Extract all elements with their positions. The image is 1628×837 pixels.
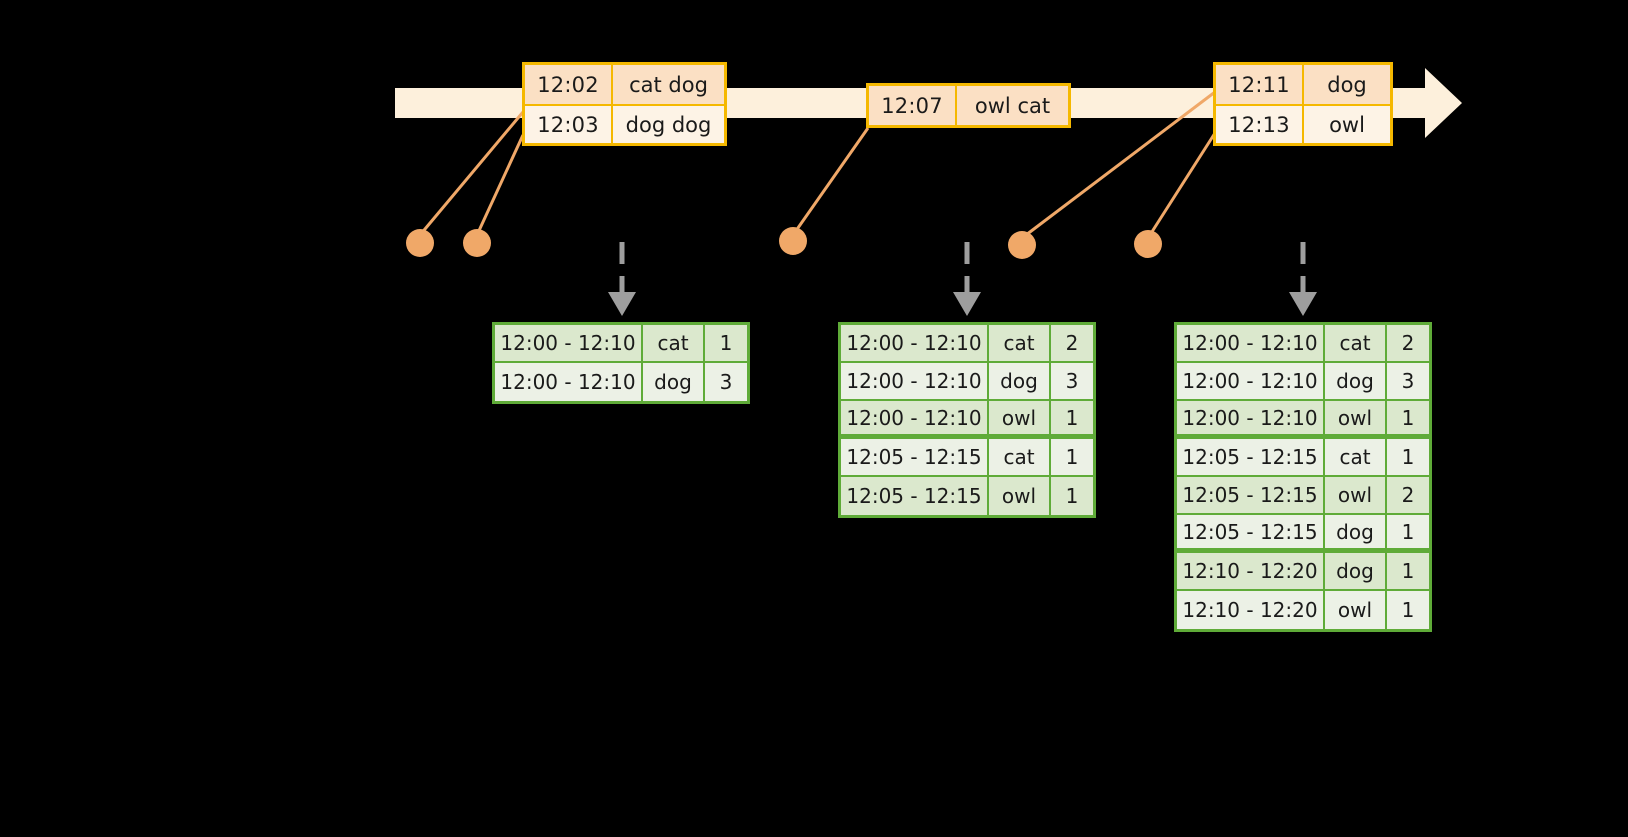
cell-window: 12:00 - 12:10	[841, 363, 989, 399]
cell-count: 3	[719, 370, 733, 394]
cell-count: 1	[1065, 405, 1079, 430]
dashed-arrows	[608, 242, 1317, 316]
table-row: 12:00 - 12:10 cat 2	[841, 325, 1093, 363]
cell-count: 1	[1401, 559, 1415, 583]
table-row: 12:10 - 12:20 dog 1	[1177, 553, 1429, 591]
cell-count: 1	[1401, 519, 1415, 544]
event-time: 12:13	[1216, 106, 1304, 143]
event-marker-12-11	[1008, 231, 1036, 259]
timeline-event-row[interactable]: 12:03 dog dog	[525, 104, 724, 143]
table-row: 12:00 - 12:10 owl 1	[841, 401, 1093, 439]
table-row: 12:05 - 12:15 cat 1	[1177, 439, 1429, 477]
cell-count: 1	[1401, 598, 1415, 622]
cell-count: 2	[1401, 331, 1415, 355]
cell-key: owl	[1325, 477, 1387, 513]
connector-line-5	[1146, 132, 1217, 239]
cell-count: 3	[1065, 369, 1079, 393]
cell-window: 12:05 - 12:15	[841, 477, 989, 515]
table-row: 12:00 - 12:10 cat 1	[495, 325, 747, 363]
cell-window: 12:00 - 12:10	[1177, 325, 1325, 361]
cell-key: dog	[1325, 515, 1387, 548]
table-row: 12:00 - 12:10 dog 3	[841, 363, 1093, 401]
cell-window: 12:00 - 12:10	[495, 363, 643, 401]
cell-key: dog	[1325, 553, 1387, 589]
event-marker-12-13	[1134, 230, 1162, 258]
cell-key: cat	[643, 325, 705, 361]
timeline-event-row[interactable]: 12:02 cat dog	[525, 65, 724, 104]
cell-key: owl	[1325, 591, 1387, 629]
event-marker-12-03	[463, 229, 491, 257]
event-words: dog	[1327, 72, 1367, 97]
timeline-event-row[interactable]: 12:07 owl cat	[869, 86, 1068, 125]
table-row: 12:05 - 12:15 dog 1	[1177, 515, 1429, 553]
cell-window: 12:05 - 12:15	[1177, 477, 1325, 513]
cell-window: 12:05 - 12:15	[841, 439, 989, 475]
cell-key: owl	[989, 401, 1051, 434]
event-marker-12-02	[406, 229, 434, 257]
cell-key: cat	[1325, 439, 1387, 475]
table-row: 12:05 - 12:15 cat 1	[841, 439, 1093, 477]
cell-key: dog	[1325, 363, 1387, 399]
event-words: owl cat	[974, 93, 1051, 118]
cell-window: 12:00 - 12:10	[841, 401, 989, 434]
cell-window: 12:05 - 12:15	[1177, 515, 1325, 548]
table-row: 12:05 - 12:15 owl 2	[1177, 477, 1429, 515]
event-marker-12-07	[779, 227, 807, 255]
cell-count: 1	[1065, 484, 1079, 508]
table-row: 12:00 - 12:10 owl 1	[1177, 401, 1429, 439]
result-table-2: 12:00 - 12:10 cat 2 12:00 - 12:10 dog 3 …	[838, 322, 1096, 518]
connector-line-1	[418, 111, 525, 236]
dashed-arrow-2	[953, 242, 981, 316]
table-row: 12:00 - 12:10 dog 3	[495, 363, 747, 401]
event-words: owl	[1329, 112, 1365, 137]
cell-window: 12:00 - 12:10	[1177, 401, 1325, 434]
event-words: cat dog	[629, 72, 708, 97]
cell-window: 12:10 - 12:20	[1177, 591, 1325, 629]
event-dots	[406, 227, 1162, 259]
event-words: dog dog	[625, 112, 712, 137]
table-row: 12:00 - 12:10 cat 2	[1177, 325, 1429, 363]
cell-count: 1	[719, 331, 733, 355]
event-time: 12:02	[525, 65, 613, 104]
cell-key: cat	[1325, 325, 1387, 361]
cell-window: 12:00 - 12:10	[841, 325, 989, 361]
cell-key: dog	[989, 363, 1051, 399]
cell-key: owl	[989, 477, 1051, 515]
dashed-arrow-3	[1289, 242, 1317, 316]
cell-count: 3	[1401, 369, 1415, 393]
timeline-event-group-2[interactable]: 12:07 owl cat	[866, 83, 1071, 128]
cell-window: 12:05 - 12:15	[1177, 439, 1325, 475]
cell-window: 12:00 - 12:10	[495, 325, 643, 361]
event-time: 12:07	[869, 86, 957, 125]
result-table-1: 12:00 - 12:10 cat 1 12:00 - 12:10 dog 3	[492, 322, 750, 404]
table-row: 12:05 - 12:15 owl 1	[841, 477, 1093, 515]
cell-key: cat	[989, 439, 1051, 475]
cell-count: 2	[1065, 331, 1079, 355]
timeline-event-group-1[interactable]: 12:02 cat dog 12:03 dog dog	[522, 62, 727, 146]
cell-count: 1	[1065, 445, 1079, 469]
table-row: 12:00 - 12:10 dog 3	[1177, 363, 1429, 401]
cell-count: 1	[1401, 445, 1415, 469]
timeline-event-row[interactable]: 12:11 dog	[1216, 65, 1390, 104]
cell-key: dog	[643, 363, 705, 401]
connector-line-2	[475, 134, 525, 236]
event-time: 12:03	[525, 106, 613, 143]
dashed-arrow-1	[608, 242, 636, 316]
cell-count: 2	[1401, 483, 1415, 507]
result-table-3: 12:00 - 12:10 cat 2 12:00 - 12:10 dog 3 …	[1174, 322, 1432, 632]
timeline-event-row[interactable]: 12:13 owl	[1216, 104, 1390, 143]
table-row: 12:10 - 12:20 owl 1	[1177, 591, 1429, 629]
cell-key: owl	[1325, 401, 1387, 434]
connector-line-3	[791, 127, 870, 236]
event-time: 12:11	[1216, 65, 1304, 104]
cell-count: 1	[1401, 405, 1415, 430]
cell-window: 12:10 - 12:20	[1177, 553, 1325, 589]
timeline-event-group-3[interactable]: 12:11 dog 12:13 owl	[1213, 62, 1393, 146]
cell-window: 12:00 - 12:10	[1177, 363, 1325, 399]
cell-key: cat	[989, 325, 1051, 361]
